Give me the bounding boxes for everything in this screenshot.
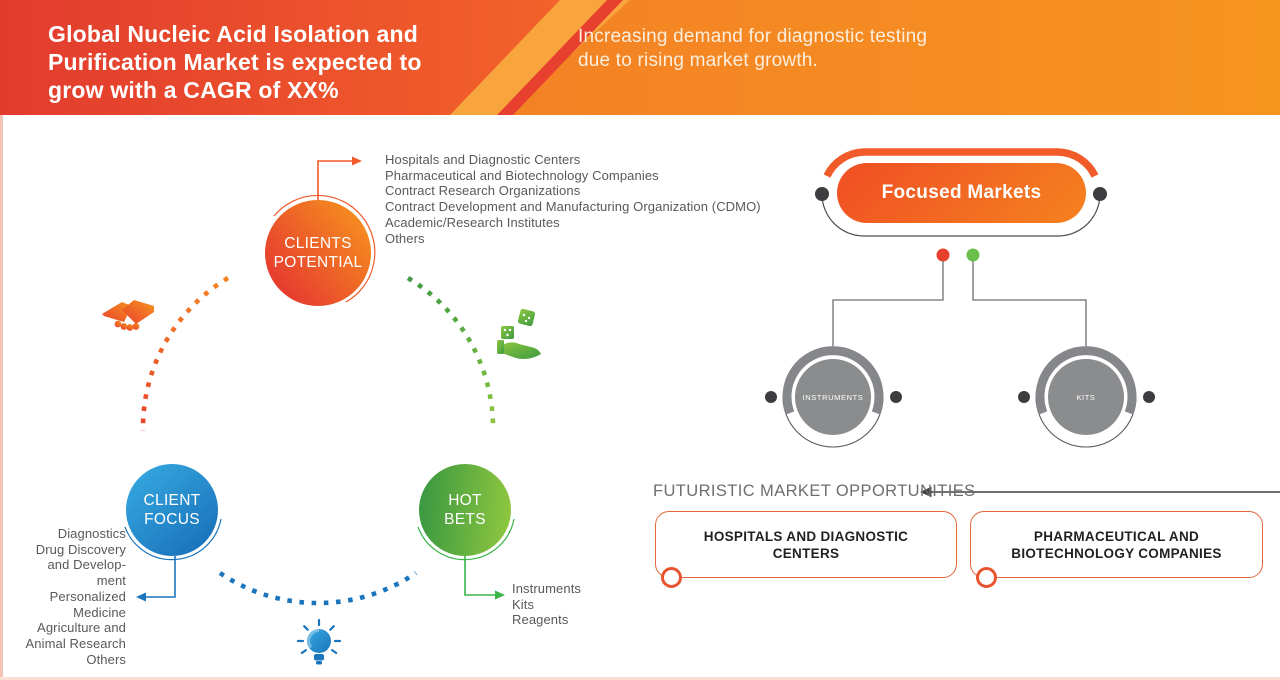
list-item: Diagnostics: [57, 526, 126, 541]
list-item: Pharmaceutical and Biotechnology Compani…: [385, 167, 659, 183]
hb-arrowhead: [495, 590, 505, 600]
list-item: and Develop-: [47, 557, 126, 573]
list-item: Academic/Research Institutes: [385, 214, 560, 230]
pill-end-dot-right: [1093, 187, 1107, 201]
list-item: Animal Research: [25, 635, 126, 651]
box-corner-ring: [661, 567, 682, 588]
node-label-instruments: INSTRUMENTS: [802, 393, 864, 402]
node-side-dot: [1143, 391, 1155, 403]
clients-potential-circle: CLIENTS POTENTIAL: [265, 200, 371, 306]
hot-bets-list: Instruments Kits Reagents: [512, 581, 581, 628]
header-banner: Global Nucleic Acid Isolation and Purifi…: [0, 0, 1280, 115]
dice-in-hand-icon: [497, 308, 541, 359]
header-background: [0, 0, 1280, 115]
cp-arrow: [317, 160, 352, 204]
cf-arrow: [146, 556, 176, 598]
cf-circle-outline-arc: [124, 518, 222, 561]
node-kits: [1018, 346, 1155, 448]
page-border-bottom: [0, 677, 1280, 680]
handshake-icon: [102, 300, 154, 331]
futuristic-box-hospitals: HOSPITALS AND DIAGNOSTIC CENTERS: [655, 511, 957, 578]
pill-arc-top: [823, 148, 1099, 178]
list-item: Reagents: [512, 612, 569, 628]
focused-markets-title: Focused Markets: [881, 182, 1042, 203]
node-side-dot: [1018, 391, 1030, 403]
clients-potential-label: CLIENTS POTENTIAL: [273, 235, 363, 271]
clients-potential-list: Hospitals and Diagnostic Centers Pharmac…: [385, 152, 761, 246]
hb-circle-outline-arc: [417, 518, 515, 561]
page-title: Global Nucleic Acid Isolation and Purifi…: [48, 21, 422, 103]
node-side-dot: [890, 391, 902, 403]
lightbulb-icon: [296, 618, 342, 665]
list-item: Others: [385, 230, 425, 246]
cp-arrowhead: [352, 156, 362, 166]
list-item: Kits: [512, 596, 535, 612]
branch-dot-green: [966, 248, 980, 262]
list-item: Others: [86, 651, 126, 667]
futuristic-arrowhead: [920, 486, 932, 498]
hot-bets-label: HOT BETS: [444, 492, 486, 528]
node-instruments: [765, 346, 902, 448]
tree-line-right: [972, 261, 1087, 346]
list-item: Personalized: [49, 588, 126, 604]
dotted-arc-green: [406, 276, 496, 426]
node-label-kits: KITS: [1076, 393, 1096, 402]
pill-end-dot-left: [815, 187, 829, 201]
cp-circle-outline-arc: [273, 194, 376, 303]
branch-dot-red: [936, 248, 950, 262]
header-subtitle: Increasing demand for diagnostic testing…: [578, 26, 928, 71]
list-item: Instruments: [512, 581, 582, 596]
futuristic-heading: FUTURISTIC MARKET OPPORTUNITIES: [653, 482, 976, 500]
dotted-arc-blue: [218, 571, 418, 606]
list-item: Drug Discovery: [35, 541, 126, 557]
list-item: ment: [96, 573, 126, 589]
futuristic-box-label: HOSPITALS AND DIAGNOSTIC CENTERS: [703, 528, 909, 561]
futuristic-box-label: PHARMACEUTICAL AND BIOTECHNOLOGY COMPANI…: [1011, 528, 1222, 561]
list-item: Contract Research Organizations: [385, 183, 581, 199]
list-item: Hospitals and Diagnostic Centers: [385, 152, 581, 167]
dotted-arc-red: [140, 276, 230, 432]
client-focus-label: CLIENT FOCUS: [143, 492, 201, 528]
list-item: Medicine: [73, 604, 126, 620]
hb-arrow: [464, 556, 495, 596]
node-side-dot: [765, 391, 777, 403]
client-focus-circle: CLIENT FOCUS: [126, 464, 218, 556]
box-corner-ring: [976, 567, 997, 588]
cf-arrowhead: [136, 592, 146, 602]
client-focus-list: Diagnostics Drug Discovery and Develop- …: [16, 526, 126, 667]
list-item: Agriculture and: [37, 620, 126, 636]
page-border-left: [0, 115, 3, 680]
pill-outline-bottom: [821, 193, 1101, 237]
futuristic-box-pharma: PHARMACEUTICAL AND BIOTECHNOLOGY COMPANI…: [970, 511, 1263, 578]
hot-bets-circle: HOT BETS: [419, 464, 511, 556]
tree-line-left: [832, 261, 944, 346]
list-item: Contract Development and Manufacturing O…: [385, 199, 761, 215]
focused-markets-pill: Focused Markets: [837, 163, 1086, 223]
